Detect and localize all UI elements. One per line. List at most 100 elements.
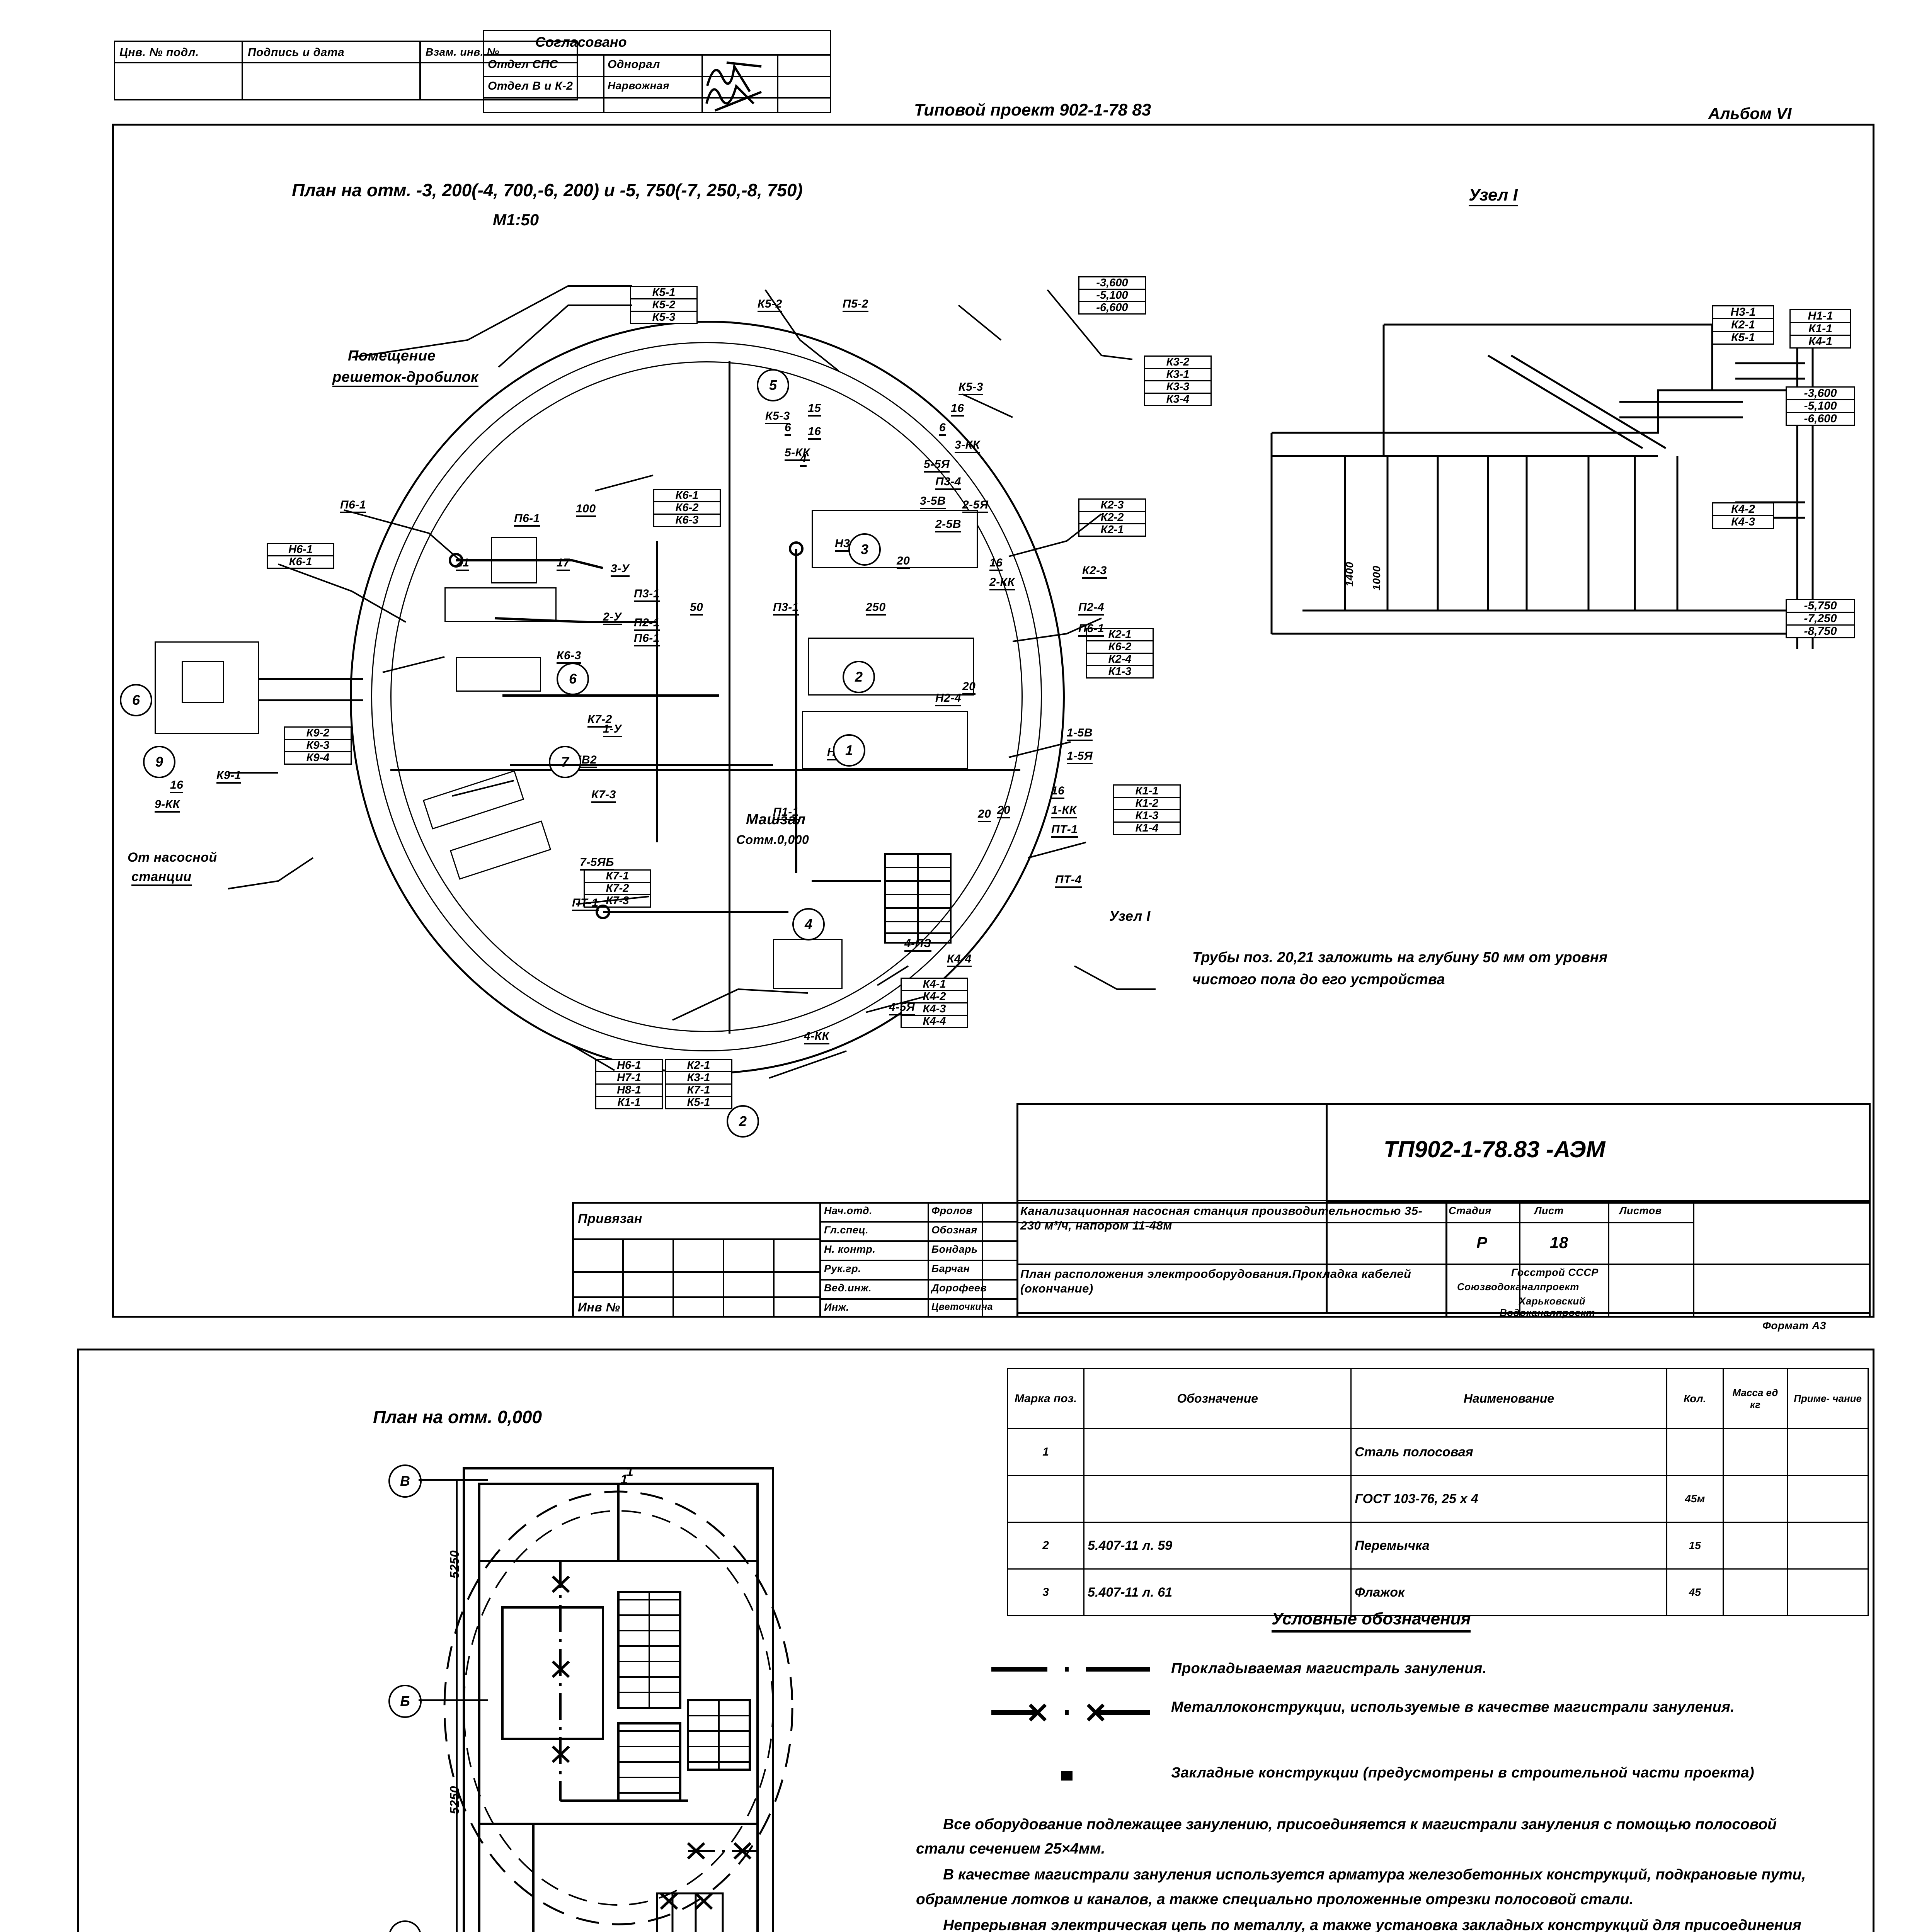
detail-title: Узел I bbox=[1469, 185, 1518, 206]
tag-value: К2-3 bbox=[1079, 500, 1145, 512]
leader-label: К7-2 bbox=[587, 713, 612, 728]
body-paragraph: Непрерывная электрическая цепь по металл… bbox=[943, 1917, 1801, 1932]
grounding-bus-route bbox=[449, 541, 881, 919]
section-tags-top-right: Н1-1 К1-1 К4-1 bbox=[1789, 309, 1851, 349]
spec-cell-note bbox=[1787, 1522, 1869, 1570]
legend-text-1: Металлоконструкции, используемые в качес… bbox=[1171, 1699, 1735, 1715]
tag-value: Н3-1 bbox=[1713, 306, 1773, 319]
titleblock1-col-stage: Стадия bbox=[1449, 1205, 1491, 1216]
tag-value: К3-1 bbox=[1145, 369, 1210, 381]
tag-value: К1-2 bbox=[1114, 798, 1180, 810]
tag-value: К4-4 bbox=[923, 1015, 946, 1027]
position-marker: 2 bbox=[727, 1105, 759, 1138]
pump-inlet-valve bbox=[182, 661, 224, 703]
position-marker: 3 bbox=[848, 533, 881, 566]
leader-label: 250 bbox=[866, 601, 886, 616]
leader-label: 16 bbox=[808, 425, 821, 440]
tag-value: К4-2 bbox=[1713, 503, 1773, 516]
spec-col-note: Приме- чание bbox=[1787, 1368, 1869, 1429]
position-marker: 1 bbox=[833, 734, 865, 767]
section-dim-1000: 1000 bbox=[1371, 565, 1383, 591]
leader-label: 20 bbox=[997, 804, 1011, 818]
titleblock1-code: ТП902-1-78.83 -АЭМ bbox=[1384, 1136, 1605, 1162]
titleblock1-role-1: Гл.спец. bbox=[824, 1224, 869, 1236]
body-text-container: Все оборудование подлежащее занулению, п… bbox=[916, 1812, 1817, 1932]
tag-value: К2-1 bbox=[666, 1060, 731, 1072]
spec-col-mark: Марка поз. bbox=[1006, 1368, 1085, 1429]
titleblock1-col-sheets: Листов bbox=[1619, 1205, 1662, 1216]
tag-value: -5,100 bbox=[1079, 290, 1145, 302]
leader-label: К4-4 bbox=[947, 952, 972, 967]
leader-label: 100 bbox=[576, 502, 596, 517]
spec-cell-mark: 3 bbox=[1006, 1568, 1085, 1616]
axis-marker-B: В bbox=[388, 1464, 422, 1498]
titleblock1-org-3: Харьковский bbox=[1519, 1295, 1586, 1307]
signature-icon bbox=[706, 61, 762, 92]
tag-value: К4-1 bbox=[1808, 335, 1832, 348]
leader-label: ПТ-4 bbox=[1055, 873, 1082, 888]
tag-value: К5-2 bbox=[631, 299, 696, 312]
tag-value: К1-3 bbox=[1114, 810, 1180, 823]
tag-value: К9-2 bbox=[285, 728, 351, 740]
legend-text-0: Прокладываемая магистраль зануления. bbox=[1171, 1660, 1487, 1677]
titleblock1-inv: Инв № bbox=[578, 1300, 620, 1314]
position-marker: 6 bbox=[120, 684, 152, 716]
tag-value: К2-1 bbox=[1087, 629, 1153, 641]
spec-cell-name: Перемычка bbox=[1350, 1522, 1667, 1570]
leader-label: 6 bbox=[785, 421, 792, 436]
leader-label: ПТ-1 bbox=[1051, 823, 1078, 838]
tag-value: К7-1 bbox=[585, 871, 650, 883]
titleblock1-role-5: Инж. bbox=[824, 1301, 850, 1313]
position-marker-number: 6 bbox=[569, 671, 577, 687]
leader-label: П2-4 bbox=[1078, 601, 1104, 616]
position-marker: 7 bbox=[549, 746, 581, 778]
position-marker-number: 3 bbox=[860, 541, 869, 557]
titleblock1-name-2: Бондарь bbox=[931, 1243, 978, 1255]
left-strip-header-2: Взам. инв. № bbox=[426, 46, 499, 58]
leader-label: К9-1 bbox=[216, 769, 241, 784]
small-square-icon bbox=[1061, 1771, 1073, 1781]
spec-cell-mass bbox=[1722, 1428, 1788, 1476]
tag-value: Н1-1 bbox=[1791, 310, 1850, 323]
section-tags-left: Н3-1 К2-1 К5-1 bbox=[1712, 305, 1774, 345]
tag-value: К5-3 bbox=[652, 311, 676, 323]
album-label: Альбом VI bbox=[1708, 104, 1792, 122]
titleblock1-role-4: Вед.инж. bbox=[824, 1282, 872, 1294]
spec-cell-qty: 45м bbox=[1666, 1475, 1724, 1523]
axis-line bbox=[419, 1699, 488, 1701]
tag-value: К1-1 bbox=[1114, 786, 1180, 798]
elev-value: -3,600 bbox=[1787, 388, 1854, 400]
spec-cell-mass bbox=[1722, 1568, 1788, 1616]
titleblock1-col-sheet: Лист bbox=[1534, 1205, 1564, 1216]
leader-label: 16 bbox=[170, 779, 184, 793]
tag-value: К2-4 bbox=[1087, 654, 1153, 666]
left-strip-header-0: Цнв. № подл. bbox=[119, 46, 199, 59]
leader-one-c: 1 bbox=[626, 1464, 634, 1479]
leader-label: 4 bbox=[800, 452, 807, 467]
equipment-block bbox=[456, 657, 541, 692]
leader-label: 20 bbox=[962, 680, 976, 695]
tag-value: К1-4 bbox=[1135, 822, 1159, 834]
titleblock1-name-1: Обозная bbox=[931, 1224, 977, 1236]
dim-line-vertical bbox=[456, 1479, 458, 1932]
tag-value: -3,600 bbox=[1079, 277, 1145, 290]
tag-value: К6-1 bbox=[289, 556, 312, 568]
drawing1-scale: М1:50 bbox=[493, 211, 539, 229]
tag-value: К3-4 bbox=[1166, 393, 1190, 405]
approval-name-0: Однорал bbox=[608, 58, 660, 71]
spec-cell-note bbox=[1787, 1568, 1869, 1616]
leader-label: 1-5В bbox=[1067, 726, 1093, 741]
leader-label: 6 bbox=[939, 421, 946, 436]
tag-value: К6-2 bbox=[654, 502, 720, 515]
section-tags-mid: К4-2 К4-3 bbox=[1712, 502, 1774, 529]
from-pump-station-line2: станции bbox=[131, 869, 192, 886]
spec-col-code: Обозначение bbox=[1083, 1368, 1352, 1429]
tag-value: К1-1 bbox=[617, 1096, 641, 1109]
leader-label: К5-3 bbox=[958, 381, 983, 395]
titleblock1-role-2: Н. контр. bbox=[824, 1243, 876, 1255]
